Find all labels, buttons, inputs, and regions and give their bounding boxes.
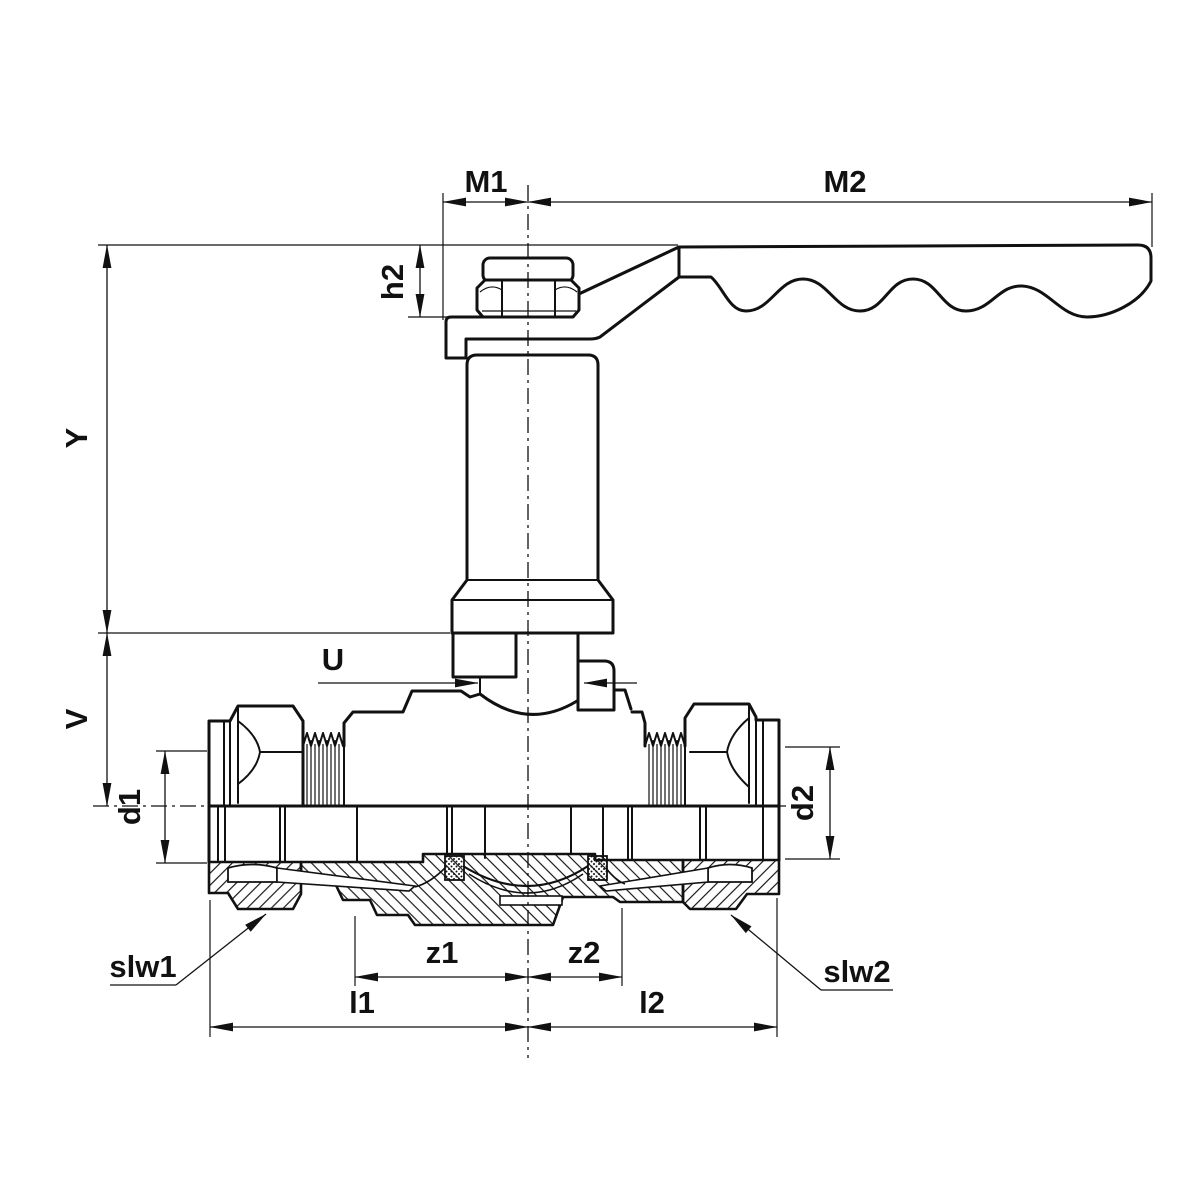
- thread-ridges: [306, 740, 340, 805]
- facet-arcs: [726, 717, 750, 788]
- centerlines: [93, 185, 803, 1058]
- dimension-u: U: [318, 642, 637, 688]
- dim-label-u: U: [322, 642, 344, 677]
- callout-slw2: slw2: [730, 914, 893, 991]
- dimension-m2: M2: [527, 164, 1153, 207]
- dimension-h2: h2: [375, 244, 425, 318]
- dim-label-y: Y: [59, 427, 94, 448]
- handle-grip: [677, 243, 1153, 319]
- handle-assembly: [444, 243, 1153, 360]
- callout-label-slw1: slw1: [109, 949, 176, 984]
- seat-wedge-left: [276, 867, 417, 892]
- callout-slw1: slw1: [109, 913, 267, 986]
- dimension-z1: z1: [354, 935, 529, 982]
- threads-right: [644, 732, 686, 807]
- dim-label-d2: d2: [785, 785, 820, 821]
- threads-left: [302, 732, 345, 807]
- seat-wedge-right: [598, 867, 709, 892]
- dimension-l2: l2: [527, 985, 778, 1032]
- nut-facet-arcs: [479, 286, 578, 293]
- dimension-v: V: [59, 632, 112, 807]
- valve-body-upper: [207, 676, 781, 864]
- packing-block-left: [451, 631, 518, 679]
- callout-label-slw2: slw2: [823, 954, 890, 989]
- stem-column: [450, 353, 615, 635]
- dimension-m1: M1: [442, 164, 529, 207]
- thread-crest: [302, 732, 344, 747]
- tube-void-right: [707, 863, 753, 883]
- hex-nut-left: [223, 705, 304, 807]
- valve-body-section: [207, 852, 781, 927]
- packing-block-right: [576, 659, 616, 712]
- dimension-d1: d1: [112, 750, 170, 864]
- facet-arcs: [237, 720, 261, 785]
- dimension-z2: z2: [527, 935, 623, 982]
- thread-ridges: [648, 740, 682, 805]
- dimension-y: Y: [59, 244, 112, 634]
- callout-leader-slw1: [175, 913, 267, 986]
- seal-left: [444, 855, 465, 881]
- ball-arc: [462, 865, 589, 888]
- dim-label-m2: M2: [823, 164, 866, 199]
- dim-label-v: V: [59, 708, 94, 729]
- band-edges: [217, 805, 764, 863]
- hex-nut-right: [689, 703, 764, 807]
- seat-arc-left: [414, 867, 446, 888]
- dim-label-m1: M1: [464, 164, 507, 199]
- dim-label-l2: l2: [639, 985, 665, 1020]
- dim-label-h2: h2: [375, 264, 410, 300]
- center-slot: [499, 895, 563, 906]
- body-right-outline: [611, 688, 781, 862]
- dim-label-d1: d1: [112, 789, 147, 825]
- dim-label-z1: z1: [426, 935, 459, 970]
- stem-nut: [475, 256, 581, 319]
- seal-right: [587, 855, 608, 881]
- dim-label-z2: z2: [568, 935, 601, 970]
- dim-label-l1: l1: [349, 985, 375, 1020]
- ball-seat-arc: [468, 873, 584, 894]
- dimension-d2: d2: [785, 746, 835, 860]
- dimension-l1: l1: [209, 985, 529, 1032]
- tube-void-left: [227, 863, 278, 883]
- callout-leader-slw2: [730, 914, 822, 991]
- thread-crest: [644, 732, 686, 747]
- dimensions: M1 M2 h2 Y V U d1 d2: [59, 164, 1153, 1032]
- bonnet-and-stem: [450, 353, 616, 712]
